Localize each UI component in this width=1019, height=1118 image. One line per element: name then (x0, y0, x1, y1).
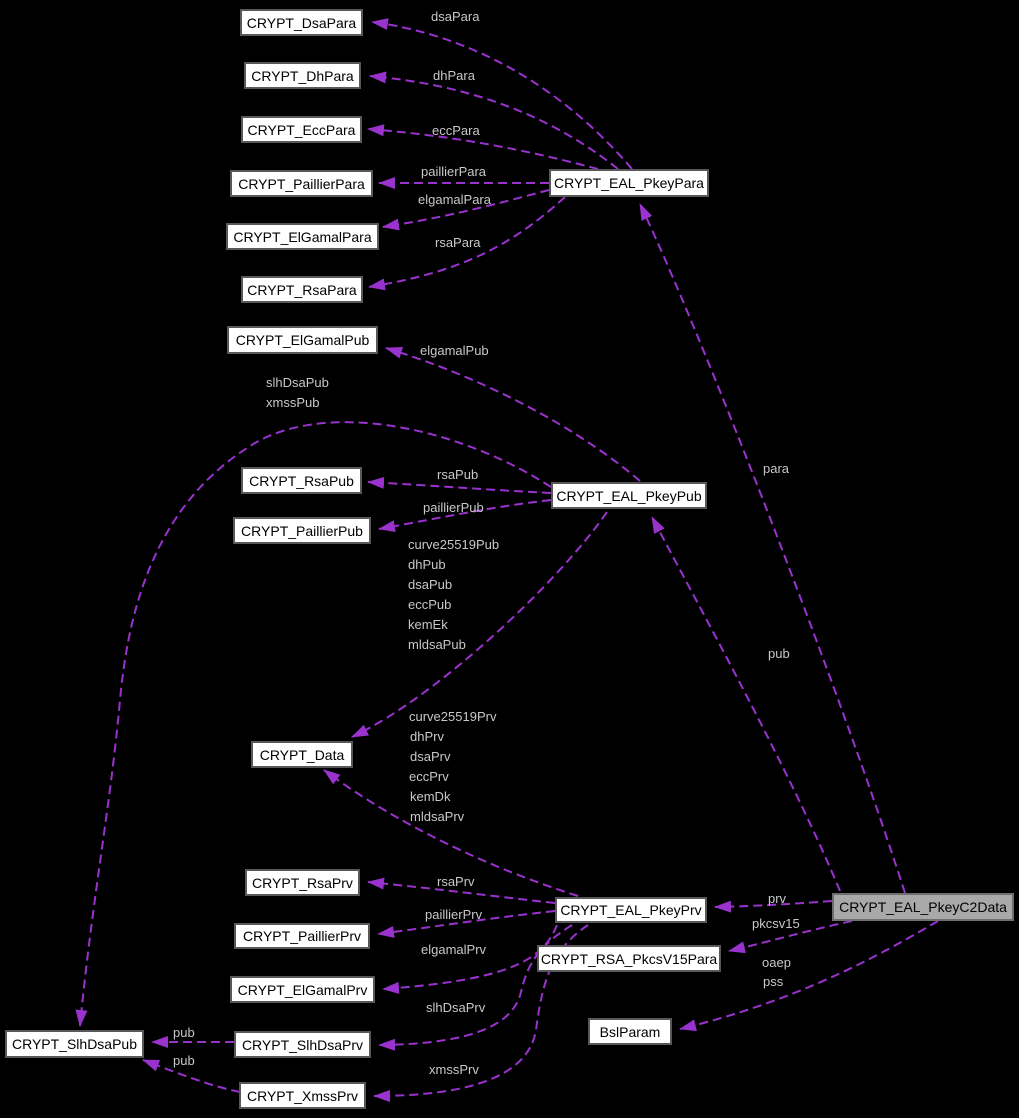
edge-paillierprv (377, 910, 556, 938)
edge-pub-c2data (651, 516, 841, 892)
edge-label-kemek: kemEk (408, 617, 448, 632)
edge-eccpara (367, 124, 599, 170)
edge-rsapub (367, 476, 552, 494)
node-crypt-eal-pkeyprv[interactable]: CRYPT_EAL_PkeyPrv (555, 897, 707, 923)
edge-label-rsaprv: rsaPrv (437, 874, 475, 889)
node-crypt-rsapara[interactable]: CRYPT_RsaPara (241, 276, 363, 303)
node-crypt-elgamalpub[interactable]: CRYPT_ElGamalPub (227, 326, 378, 354)
edge-prv (714, 900, 833, 913)
edge-label-paillierprv: paillierPrv (425, 907, 483, 922)
edge-label-pub-slhdsaprv: pub (173, 1025, 195, 1040)
edge-label-eccprv: eccPrv (409, 769, 449, 784)
edge-elgamalpub (385, 346, 641, 482)
node-crypt-rsa-pkcsv15para[interactable]: CRYPT_RSA_PkcsV15Para (537, 945, 721, 972)
edge-pkcsv15 (728, 920, 853, 954)
edge-label-oaep: oaep (762, 955, 791, 970)
edge-dsapara (371, 18, 633, 170)
node-crypt-paillierprv[interactable]: CRYPT_PaillierPrv (234, 923, 370, 949)
edge-label-pub-xmssprv: pub (173, 1053, 195, 1068)
edge-slhdsapub-xmsspub (75, 421, 552, 1027)
node-crypt-slhdsaprv[interactable]: CRYPT_SlhDsaPrv (234, 1031, 371, 1058)
edge-label-dsapub: dsaPub (408, 577, 453, 592)
node-crypt-eal-pkeyc2data[interactable]: CRYPT_EAL_PkeyC2Data (832, 893, 1014, 921)
edge-label-paillierpara: paillierPara (421, 164, 487, 179)
edge-pub-list-to-data (351, 511, 608, 738)
node-crypt-slhdsapub[interactable]: CRYPT_SlhDsaPub (5, 1030, 144, 1058)
edge-label-xmssprv: xmssPrv (429, 1062, 479, 1077)
edge-oaep-pss (679, 920, 939, 1032)
edge-pub-xmssprv (142, 1059, 241, 1093)
edge-label-elgamalpub: elgamalPub (420, 343, 489, 358)
node-crypt-eal-pkeypub[interactable]: CRYPT_EAL_PkeyPub (551, 482, 707, 509)
edge-label-dhprv: dhPrv (410, 729, 444, 744)
edge-label-para: para (763, 461, 790, 476)
node-crypt-data[interactable]: CRYPT_Data (251, 741, 353, 768)
node-crypt-rsapub[interactable]: CRYPT_RsaPub (241, 467, 362, 494)
edge-label-mldsaprv: mldsaPrv (410, 809, 465, 824)
node-bslparam[interactable]: BslParam (588, 1018, 672, 1045)
edge-label-dhpub: dhPub (408, 557, 446, 572)
edge-label-rsapub: rsaPub (437, 467, 479, 482)
edge-label-curve25519prv: curve25519Prv (409, 709, 497, 724)
edge-label-eccpara: eccPara (432, 123, 480, 138)
edge-label-pkcsv15: pkcsv15 (752, 916, 800, 931)
edge-dhpara (369, 71, 619, 170)
node-crypt-eccpara[interactable]: CRYPT_EccPara (241, 116, 362, 143)
edge-label-slhdsaprv: slhDsaPrv (426, 1000, 486, 1015)
node-crypt-dsapara[interactable]: CRYPT_DsaPara (240, 9, 363, 36)
edge-label-xmsspub: xmssPub (266, 395, 320, 410)
node-crypt-rsaprv[interactable]: CRYPT_RsaPrv (245, 869, 360, 896)
edge-rsaprv (367, 877, 556, 904)
edge-elgamalprv (382, 924, 558, 994)
edge-label-prv: prv (768, 891, 787, 906)
edge-label-curve25519pub: curve25519Pub (408, 537, 500, 552)
node-crypt-elgamalprv[interactable]: CRYPT_ElGamalPrv (230, 976, 375, 1003)
node-crypt-elgamalpara[interactable]: CRYPT_ElGamalPara (226, 223, 379, 250)
edge-elgamalpara (382, 189, 550, 231)
edge-label-dsaprv: dsaPrv (410, 749, 451, 764)
node-crypt-paillierpara[interactable]: CRYPT_PaillierPara (230, 170, 373, 197)
edge-label-kemdk: kemDk (410, 789, 451, 804)
edge-prv-list-to-data (323, 769, 579, 897)
edge-label-pub: pub (768, 646, 790, 661)
edge-label-elgamalpara: elgamalPara (418, 192, 491, 207)
node-crypt-eal-pkeypara[interactable]: CRYPT_EAL_PkeyPara (549, 169, 709, 197)
edge-label-dhpara: dhPara (433, 68, 475, 83)
edge-label-rsapara: rsaPara (435, 235, 481, 250)
edge-label-paillierpub: paillierPub (423, 500, 484, 515)
edge-label-mldsapub: mldsaPub (408, 637, 466, 652)
edge-rsapara (368, 196, 566, 291)
node-crypt-dhpara[interactable]: CRYPT_DhPara (244, 62, 361, 89)
edge-label-slhdsapub: slhDsaPub (266, 375, 329, 390)
edge-label-dsapara: dsaPara (431, 9, 480, 24)
edge-label-pss: pss (763, 974, 784, 989)
node-crypt-paillierpub[interactable]: CRYPT_PaillierPub (233, 517, 371, 544)
node-crypt-xmssprv[interactable]: CRYPT_XmssPrv (239, 1082, 366, 1109)
edge-para (639, 203, 906, 894)
edge-label-elgamalprv: elgamalPrv (421, 942, 487, 957)
edge-paillierpub (378, 499, 552, 533)
edge-label-eccpub: eccPub (408, 597, 452, 612)
